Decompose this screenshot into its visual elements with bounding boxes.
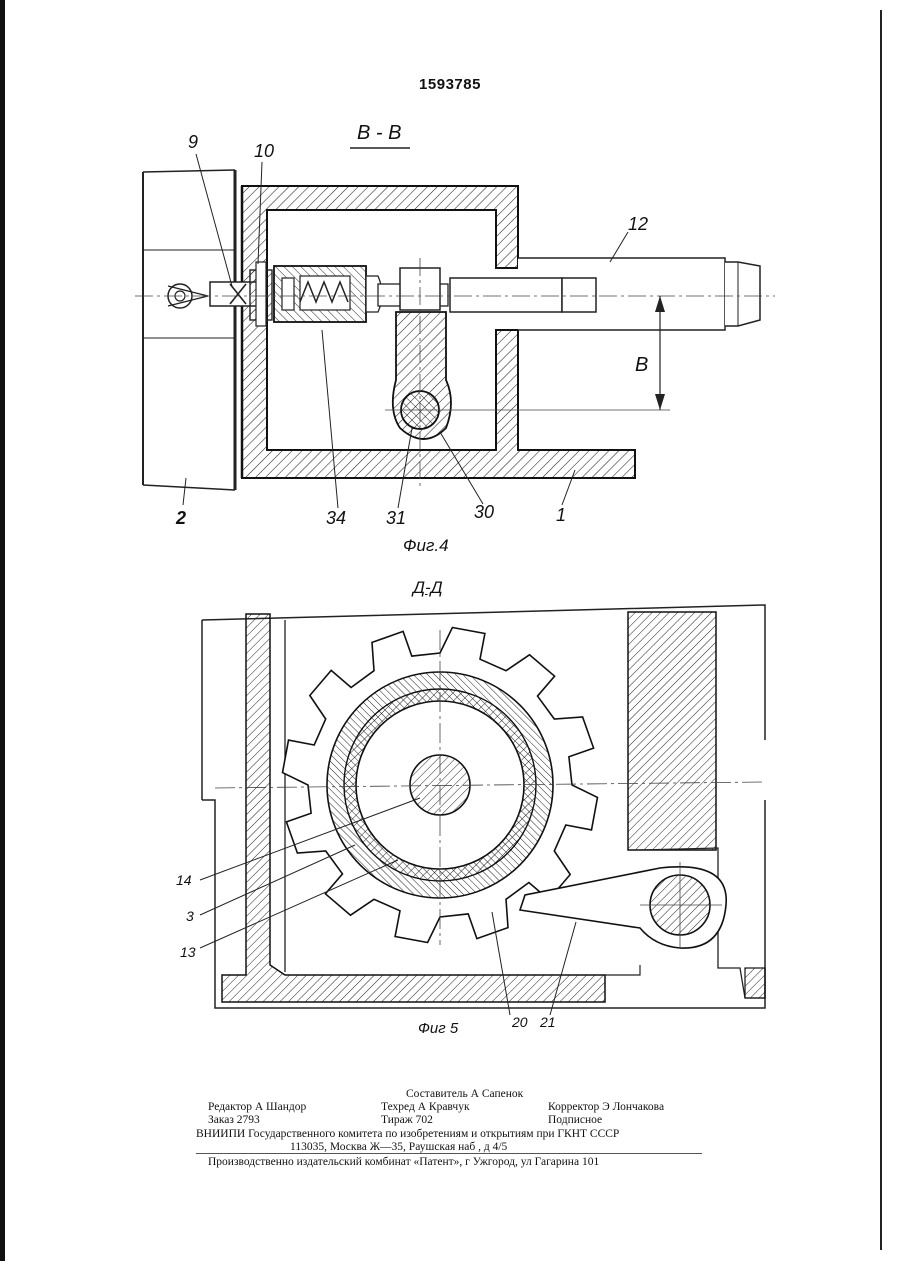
- callout-10: 10: [254, 141, 274, 162]
- callout-12: 12: [628, 214, 648, 235]
- figure-5-caption: Фиг 5: [418, 1020, 458, 1037]
- imprint-circulation: Тираж 702: [381, 1114, 433, 1127]
- pin-9-10: [168, 262, 272, 326]
- callout-3: 3: [186, 908, 194, 924]
- callout-14: 14: [176, 872, 192, 888]
- imprint-compiler: Составитель А Сапенок: [406, 1088, 523, 1101]
- callout-31: 31: [386, 508, 406, 529]
- figure-4-caption: Фиг.4: [403, 536, 449, 556]
- imprint-subscription: Подписное: [548, 1114, 602, 1127]
- imprint-order: Заказ 2793: [208, 1114, 260, 1127]
- callout-34: 34: [326, 508, 346, 529]
- callout-30: 30: [474, 502, 494, 523]
- callout-13: 13: [180, 944, 196, 960]
- callout-20: 20: [512, 1014, 528, 1030]
- imprint-publisher: Производственно издательский комбинат «П…: [208, 1156, 599, 1169]
- imprint-address: 113035, Москва Ж—35, Раушская наб , д 4/…: [290, 1141, 507, 1154]
- imprint-publisher-rule: [196, 1153, 702, 1154]
- imprint-corrector: Корректор Э Лончакова: [548, 1101, 664, 1114]
- imprint-institute: ВНИИПИ Государственного комитета по изоб…: [196, 1128, 619, 1141]
- callout-21: 21: [540, 1014, 556, 1030]
- figure-4-drawing: [0, 0, 900, 560]
- base-plate-2: [143, 170, 235, 490]
- callout-9: 9: [188, 132, 198, 153]
- imprint-editor: Редактор А Шандор: [208, 1101, 306, 1114]
- figure-5-drawing: [0, 560, 900, 1050]
- callout-1: 1: [556, 505, 566, 526]
- figure-4-section-label: В - В: [357, 122, 401, 145]
- imprint-tech-editor: Техред А Кравчук: [381, 1101, 470, 1114]
- dimension-label-b: В: [635, 354, 648, 377]
- callout-2: 2: [176, 508, 186, 529]
